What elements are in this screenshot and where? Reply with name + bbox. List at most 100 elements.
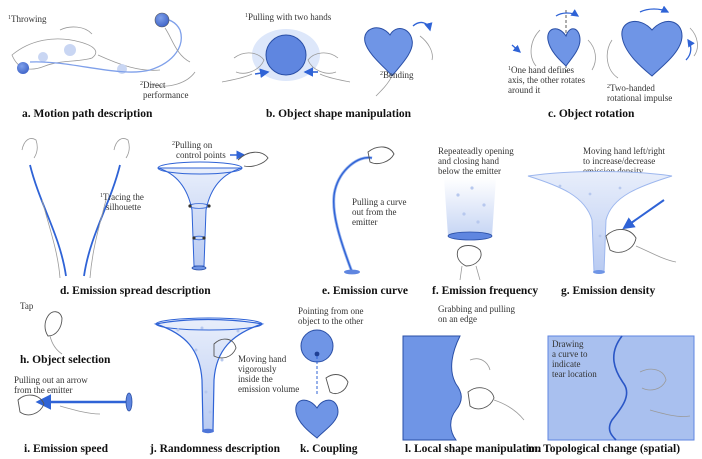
annotation-number: 2 bbox=[607, 84, 610, 90]
tear-curve bbox=[608, 335, 628, 441]
performing-hand-icon bbox=[149, 27, 196, 87]
annotation-throwing: Throwing bbox=[11, 14, 47, 24]
caption-e: e. Emission curve bbox=[322, 285, 408, 297]
traced-curve-right bbox=[83, 164, 121, 277]
funnel-top-ellipse bbox=[157, 161, 243, 175]
caption-i: i. Emission speed bbox=[24, 443, 109, 455]
control-point-icon bbox=[207, 204, 211, 208]
particle-icon bbox=[470, 186, 474, 190]
deformed-shape bbox=[402, 335, 462, 441]
emitter-disk bbox=[202, 428, 214, 434]
pulling-hand-icon bbox=[237, 151, 269, 167]
annotation-m-line1: Drawing bbox=[552, 339, 584, 349]
motion-path-curve bbox=[29, 18, 182, 73]
rotation-arrow-icon bbox=[555, 9, 580, 17]
arm-sketch-icon bbox=[469, 358, 525, 421]
bent-heart-icon bbox=[364, 27, 413, 77]
ball-ghost-icon bbox=[38, 52, 48, 62]
svg-text:2Pulling on: 2Pulling on bbox=[172, 140, 213, 150]
annotation-number: 1 bbox=[8, 15, 11, 21]
annotation-j-line3: inside the bbox=[238, 374, 273, 384]
svg-text:1Pulling with two hands: 1Pulling with two hands bbox=[245, 12, 332, 22]
ball-start-icon bbox=[17, 62, 29, 74]
particle-icon bbox=[236, 329, 240, 333]
drawing-hand-icon bbox=[639, 368, 691, 417]
annotation-f-line2: and closing hand bbox=[438, 156, 499, 166]
particle-icon bbox=[588, 192, 592, 196]
tracing-hands-icon bbox=[21, 138, 130, 159]
annotation-g-line3: emission density bbox=[583, 166, 644, 176]
caption-d: d. Emission spread description bbox=[60, 285, 211, 297]
arm-sketch-icon bbox=[41, 199, 107, 279]
particle-icon bbox=[194, 348, 198, 352]
particle-icon bbox=[200, 326, 204, 330]
particle-icon bbox=[220, 358, 224, 362]
annotation-g-line2: to increase/decrease bbox=[583, 156, 655, 166]
annotation-f-line3: below the emitter bbox=[438, 166, 501, 176]
annotation-direct: Direct bbox=[143, 80, 166, 90]
annotation-tap: Tap bbox=[20, 301, 34, 311]
annotation-m-line3: indicate bbox=[552, 359, 581, 369]
annotation-number: 1 bbox=[508, 66, 511, 72]
panel-a-motion-path: 1Throwing 2Direct performance a. Motion … bbox=[8, 12, 196, 120]
impulse-arrow-side bbox=[685, 38, 695, 61]
panel-e-curve: Pulling a curve out from the emitter e. … bbox=[322, 146, 408, 297]
annotation-g-line1: Moving hand left/right bbox=[583, 146, 665, 156]
emitter-disk bbox=[447, 231, 493, 241]
caption-a: a. Motion path description bbox=[22, 108, 153, 120]
emission-curve bbox=[332, 156, 373, 273]
svg-text:2Bending: 2Bending bbox=[380, 70, 414, 80]
density-funnel bbox=[527, 171, 673, 273]
caption-k: k. Coupling bbox=[300, 443, 358, 455]
caption-b: b. Object shape manipulation bbox=[266, 108, 412, 120]
annotation-number: 2 bbox=[172, 141, 175, 147]
moving-hand-icon bbox=[605, 229, 637, 253]
tapping-hand-icon bbox=[44, 311, 63, 337]
pull-arrow-left bbox=[254, 68, 270, 78]
panel-j-randomness: Moving hand vigorously inside the emissi… bbox=[149, 317, 299, 455]
annotation-d1-line1: Tracing the bbox=[103, 192, 144, 202]
ball-ghost-icon bbox=[64, 44, 76, 56]
panel-l-local-shape: Grabbing and pulling on an edge l. Local… bbox=[402, 304, 542, 455]
svg-text:1Throwing: 1Throwing bbox=[8, 14, 47, 24]
annotation-performance: performance bbox=[143, 90, 188, 100]
particle-icon bbox=[618, 186, 622, 190]
control-point-icon bbox=[192, 236, 196, 240]
panel-k-coupling: Pointing from one object to the other k.… bbox=[295, 306, 364, 455]
annotation-c1-line3: around it bbox=[508, 85, 541, 95]
annotation-m-line4: tear location bbox=[552, 369, 597, 379]
annotation-d1-line2: silhouette bbox=[106, 202, 141, 212]
particle-icon bbox=[462, 212, 466, 216]
arm-sketch-icon bbox=[59, 405, 101, 415]
panel-i-speed: Pulling out an arrow from the emitter i.… bbox=[14, 375, 133, 455]
svg-text:1One hand defines: 1One hand defines bbox=[508, 65, 574, 75]
annotation-number: 2 bbox=[140, 81, 143, 87]
ball-end-icon bbox=[154, 12, 170, 28]
annotation-d2-line1: Pulling on bbox=[175, 140, 213, 150]
annotation-e-line3: emitter bbox=[352, 217, 378, 227]
svg-text:2Direct: 2Direct bbox=[140, 80, 166, 90]
manipulated-sphere-icon bbox=[265, 34, 307, 76]
annotation-j-line2: vigorously bbox=[238, 364, 277, 374]
spread-funnel bbox=[157, 167, 243, 267]
caption-g: g. Emission density bbox=[561, 285, 656, 297]
rotation-hands-icon bbox=[530, 29, 596, 71]
annotation-d2-line2: control points bbox=[176, 150, 226, 160]
annotation-l-line1: Grabbing and pulling bbox=[438, 304, 515, 314]
panel-f-frequency: Repeateadly opening and closing hand bel… bbox=[432, 146, 538, 297]
arm-sketch-icon bbox=[635, 245, 677, 263]
density-arrow-icon bbox=[622, 199, 665, 230]
particle-icon bbox=[204, 390, 208, 394]
panel-g-density: Moving hand left/right to increase/decre… bbox=[527, 146, 677, 297]
annotation-e-line1: Pulling a curve bbox=[352, 197, 407, 207]
annotation-k-line1: Pointing from one bbox=[298, 306, 364, 316]
annotation-c1-line2: axis, the other rotates bbox=[508, 75, 585, 85]
particle-icon bbox=[482, 203, 486, 207]
annotation-e-line2: out from the bbox=[352, 207, 397, 217]
caption-j: j. Randomness description bbox=[149, 443, 281, 455]
emitter-disk bbox=[344, 269, 360, 275]
traced-curve-left bbox=[29, 164, 67, 277]
rotating-heart-icon bbox=[547, 28, 581, 67]
annotation-l-line2: on an edge bbox=[438, 314, 477, 324]
